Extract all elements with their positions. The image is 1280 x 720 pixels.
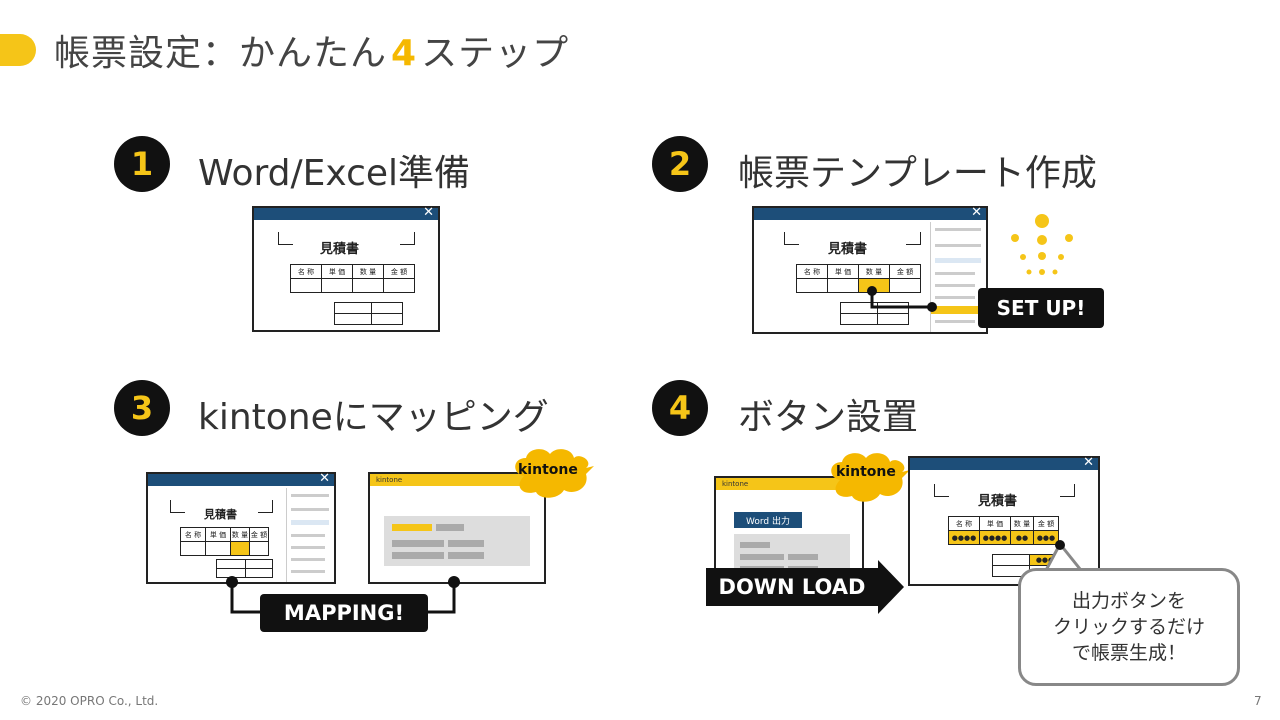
download-arrow bbox=[706, 560, 904, 614]
step-3-number: 3 bbox=[114, 380, 170, 436]
step-3-label: kintoneにマッピング bbox=[198, 397, 549, 438]
highlighted-setting bbox=[931, 306, 987, 314]
page-number: 7 bbox=[1254, 694, 1262, 708]
title-number: 4 bbox=[391, 33, 418, 74]
corner-mark-right bbox=[258, 500, 273, 513]
corner-mark-left bbox=[170, 500, 185, 513]
col-price: 単 価 bbox=[321, 264, 353, 279]
col-name: 名 称 bbox=[948, 516, 980, 531]
copyright: © 2020 OPRO Co., Ltd. bbox=[20, 694, 159, 708]
bubble-line-1: 出力ボタンを bbox=[1071, 590, 1186, 612]
mapping-badge: MAPPING! bbox=[260, 594, 428, 632]
step-4-label: ボタン設置 bbox=[738, 397, 919, 438]
output-cell: ●●●● bbox=[979, 530, 1011, 545]
title-prefix: 帳票設定：かんたん bbox=[54, 33, 388, 74]
setup-badge: SET UP! bbox=[978, 288, 1104, 328]
step-1-label: Word/Excel準備 bbox=[198, 153, 471, 194]
highlight-cell bbox=[230, 541, 250, 556]
highlight-cell bbox=[858, 278, 890, 293]
corner-mark-right bbox=[400, 232, 415, 245]
close-icon: ✕ bbox=[423, 205, 434, 220]
word-output-button[interactable]: Word 出力 bbox=[734, 512, 802, 528]
col-amount: 金 額 bbox=[383, 264, 415, 279]
setup-connector bbox=[867, 286, 937, 312]
col-price: 単 価 bbox=[979, 516, 1011, 531]
step-3-kintone-window: kintone bbox=[368, 472, 546, 584]
download-label: DOWN LOAD bbox=[718, 575, 866, 599]
close-icon: ✕ bbox=[319, 471, 330, 486]
kintone-app-bar: kintone bbox=[716, 478, 862, 490]
kintone-app-bar: kintone bbox=[370, 474, 544, 486]
title-accent-tab bbox=[0, 34, 36, 66]
corner-mark-right bbox=[1060, 484, 1075, 497]
bubble-line-2: クリックするだけ bbox=[1052, 616, 1205, 638]
doc-title: 見積書 bbox=[204, 508, 237, 521]
corner-mark-left bbox=[278, 232, 293, 245]
col-name: 名 称 bbox=[796, 264, 828, 279]
col-qty: 数 量 bbox=[352, 264, 384, 279]
step-2-number: 2 bbox=[652, 136, 708, 192]
output-cell: ●●●● bbox=[948, 530, 980, 545]
step-2-template-window: ✕ 見積書 名 称単 価数 量金 額 bbox=[752, 205, 988, 334]
kintone-cloud-label: kintone bbox=[518, 462, 578, 478]
col-amount: 金 額 bbox=[1033, 516, 1059, 531]
output-cell: ●●● bbox=[1033, 530, 1059, 545]
doc-title: 見積書 bbox=[978, 494, 1018, 509]
step-3-template-window: ✕ 見積書 名 称単 価数 量金 額 bbox=[146, 471, 336, 584]
step-2-label: 帳票テンプレート作成 bbox=[738, 153, 1097, 194]
corner-mark-left bbox=[784, 232, 799, 245]
doc-total-table bbox=[334, 302, 403, 325]
mapped-field bbox=[392, 524, 432, 531]
doc-title: 見積書 bbox=[828, 242, 868, 257]
col-amount: 金 額 bbox=[249, 527, 269, 542]
col-qty: 数 量 bbox=[858, 264, 890, 279]
kintone-cloud-icon bbox=[831, 453, 910, 502]
col-price: 単 価 bbox=[827, 264, 859, 279]
col-qty: 数 量 bbox=[230, 527, 250, 542]
doc-title: 見積書 bbox=[320, 242, 360, 257]
close-icon: ✕ bbox=[1083, 455, 1094, 470]
window-titlebar: ✕ bbox=[148, 471, 334, 486]
step-1-document-window: ✕ 見積書 名 称単 価数 量金 額 bbox=[252, 205, 440, 332]
col-name: 名 称 bbox=[180, 527, 206, 542]
col-qty: 数 量 bbox=[1010, 516, 1034, 531]
window-titlebar: ✕ bbox=[754, 205, 986, 220]
title-suffix: ステップ bbox=[421, 33, 570, 74]
sparkle-icon bbox=[1011, 214, 1073, 275]
kintone-form-area bbox=[384, 516, 530, 566]
corner-mark-left bbox=[934, 484, 949, 497]
doc-table: 名 称単 価数 量金 額 ●●●●●●●●●●●●● bbox=[948, 516, 1059, 545]
doc-table: 名 称単 価数 量金 額 bbox=[180, 527, 269, 556]
callout-bubble: 出力ボタンを クリックするだけ で帳票生成！ bbox=[1018, 568, 1240, 686]
step-1-number: 1 bbox=[114, 136, 170, 192]
col-name: 名 称 bbox=[290, 264, 322, 279]
output-cell: ●● bbox=[1010, 530, 1034, 545]
bubble-line-3: で帳票生成！ bbox=[1071, 642, 1186, 664]
col-amount: 金 額 bbox=[889, 264, 921, 279]
settings-panel bbox=[286, 488, 335, 582]
settings-panel bbox=[930, 222, 987, 332]
corner-mark-right bbox=[906, 232, 921, 245]
kintone-cloud-icon bbox=[515, 449, 594, 498]
window-titlebar: ✕ bbox=[254, 205, 438, 220]
window-titlebar: ✕ bbox=[910, 455, 1098, 470]
close-icon: ✕ bbox=[971, 205, 982, 220]
kintone-cloud-label: kintone bbox=[836, 464, 896, 480]
doc-table: 名 称単 価数 量金 額 bbox=[796, 264, 921, 293]
col-price: 単 価 bbox=[205, 527, 231, 542]
step-4-output-window: ✕ 見積書 名 称単 価数 量金 額 ●●●●●●●●●●●●● ●●● bbox=[908, 455, 1100, 586]
step-4-number: 4 bbox=[652, 380, 708, 436]
doc-table: 名 称単 価数 量金 額 bbox=[290, 264, 415, 293]
